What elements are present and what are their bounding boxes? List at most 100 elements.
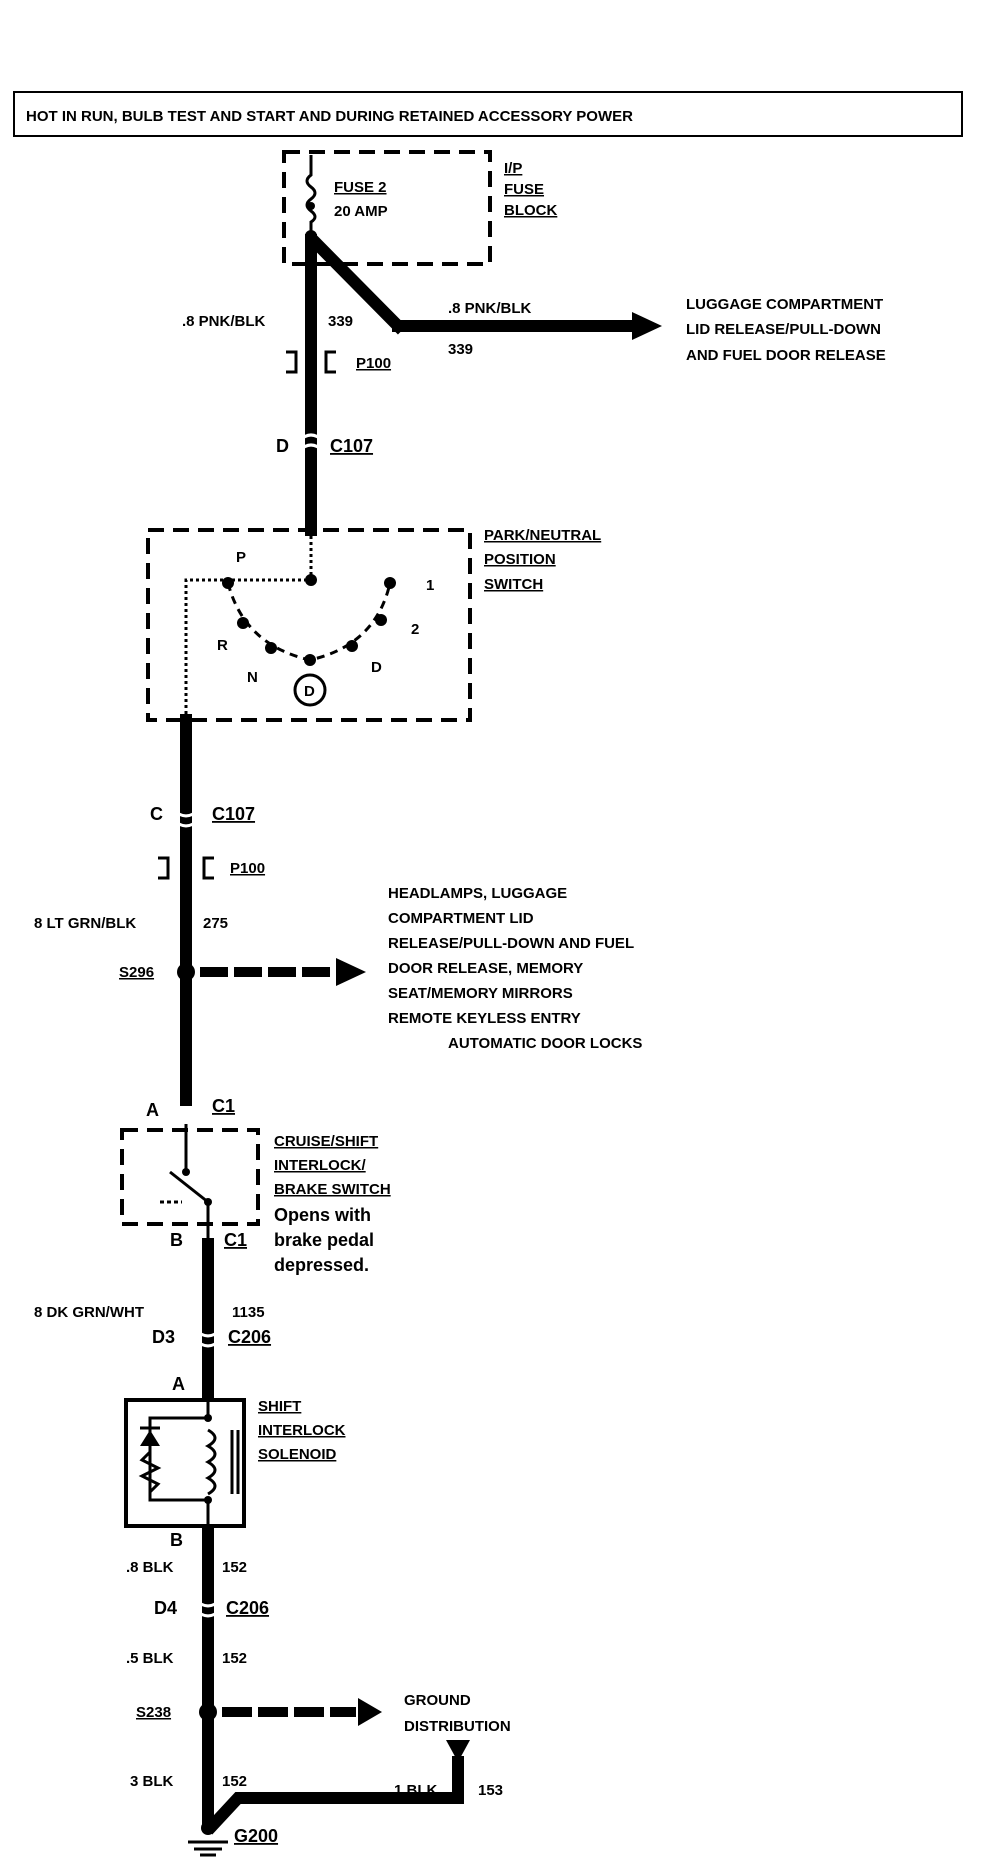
p100-top-bracket-left (286, 350, 298, 374)
pn-pos-1: 1 (426, 577, 434, 594)
p100-bottom-bracket-right (202, 856, 214, 880)
fuse-block-box (282, 150, 492, 266)
pn-contact-1 (384, 577, 396, 589)
s296-arrow-head (336, 958, 366, 986)
fuse-label: FUSE 2 (334, 179, 387, 196)
wire-152a-gauge: .8 BLK (126, 1559, 174, 1576)
luggage-dest-1: LUGGAGE COMPARTMENT (686, 296, 883, 313)
pn-pos-n: N (247, 669, 258, 686)
pn-contact-p (222, 577, 234, 589)
pn-pos-d-circle: D (304, 683, 315, 700)
wire-152b-circuit: 152 (222, 1650, 247, 1667)
solenoid-resistor (138, 1450, 162, 1494)
solenoid-node-bottom (204, 1496, 212, 1504)
solenoid-diode-icon (140, 1430, 160, 1446)
s296-dest-1: HEADLAMPS, LUGGAGE (388, 885, 567, 902)
pn-contact-d-center (304, 654, 316, 666)
pn-contact-r (237, 617, 249, 629)
wire-153 (203, 1756, 464, 1835)
splice-s296-label: S296 (119, 964, 154, 981)
pn-switch-arc (226, 582, 392, 662)
wire-1135-gauge: 8 DK GRN/WHT (34, 1304, 144, 1321)
brake-switch-note-2: brake pedal (274, 1230, 374, 1250)
fuse-element (305, 155, 317, 236)
wire-153-circuit: 153 (478, 1782, 503, 1799)
ground-symbol-icon (188, 1840, 228, 1857)
solenoid-wiring (148, 1392, 210, 1534)
fuse-block-name-1: I/P (504, 160, 522, 177)
wire-339-right-gauge: .8 PNK/BLK (448, 300, 532, 317)
solenoid-name-3: SOLENOID (258, 1446, 337, 1463)
p100-bottom-label: P100 (230, 860, 265, 877)
splice-s238-label: S238 (136, 1704, 171, 1721)
header-text: HOT IN RUN, BULB TEST AND START AND DURI… (26, 108, 633, 125)
pn-common-terminal (305, 574, 317, 586)
solenoid-name-2: INTERLOCK (258, 1422, 346, 1439)
luggage-arrow-head (632, 312, 662, 340)
solenoid-coil (204, 1428, 217, 1496)
brake-switch-name-2: INTERLOCK/ (274, 1157, 366, 1174)
c107-top-pin: D (276, 436, 289, 456)
s296-dest-3: RELEASE/PULL-DOWN AND FUEL (388, 935, 634, 952)
pn-pos-r: R (217, 637, 228, 654)
wire-339-diagonal (306, 233, 407, 335)
c107-bottom-connector (172, 808, 200, 828)
c206-top-pin: D3 (152, 1327, 175, 1347)
luggage-dest-2: LID RELEASE/PULL-DOWN (686, 321, 881, 338)
wire-152c-circuit: 152 (222, 1773, 247, 1790)
c206-bottom-connector (194, 1598, 222, 1618)
pn-switch-box (146, 528, 472, 722)
ground-dist-1: GROUND (404, 1692, 471, 1709)
pn-switch-name-2: POSITION (484, 551, 556, 568)
c206-bottom-connector-label: C206 (226, 1598, 269, 1618)
solenoid-box (124, 1398, 246, 1528)
solenoid-node-top (204, 1414, 212, 1422)
brake-switch-top-pin: A (146, 1100, 159, 1120)
brake-switch-note-3: depressed. (274, 1255, 369, 1275)
brake-switch-top-conn: C1 (212, 1096, 235, 1116)
s296-dest-5: SEAT/MEMORY MIRRORS (388, 985, 573, 1002)
c206-top-connector-label: C206 (228, 1327, 271, 1347)
wire-152a-circuit: 152 (222, 1559, 247, 1576)
brake-switch-name-3: BRAKE SWITCH (274, 1181, 391, 1198)
pn-contact-2 (375, 614, 387, 626)
brake-switch-contact-top (182, 1168, 190, 1176)
splice-s238 (199, 1703, 217, 1721)
fuse-block-name-2: FUSE (504, 181, 544, 198)
wire-152c-gauge: 3 BLK (130, 1773, 174, 1790)
brake-switch-blade (169, 1170, 209, 1204)
pn-d-circle (293, 673, 327, 707)
s238-arrow-head (358, 1698, 382, 1726)
solenoid-top-pin: A (172, 1374, 185, 1394)
solenoid-bottom-pin: B (170, 1530, 183, 1550)
wire-339-left-circuit: 339 (328, 313, 353, 330)
ground-g200-label: G200 (234, 1826, 278, 1846)
brake-switch-note-1: Opens with (274, 1205, 371, 1225)
c107-bottom-connector-label: C107 (212, 804, 255, 824)
ground-dist-2: DISTRIBUTION (404, 1718, 511, 1735)
wire-275-gauge: 8 LT GRN/BLK (34, 915, 136, 932)
ground-dist-arrow (446, 1740, 470, 1762)
fuse-terminal-top (307, 202, 315, 210)
header-box (13, 91, 963, 137)
p100-top-label: P100 (356, 355, 391, 372)
c107-top-connector-label: C107 (330, 436, 373, 456)
p100-bottom-bracket-left (158, 856, 170, 880)
c206-bottom-pin: D4 (154, 1598, 177, 1618)
pn-switch-name-1: PARK/NEUTRAL (484, 527, 601, 544)
s296-dest-6: REMOTE KEYLESS ENTRY (388, 1010, 581, 1027)
p100-top-bracket-right (324, 350, 336, 374)
s296-dest-7: AUTOMATIC DOOR LOCKS (448, 1035, 642, 1052)
brake-switch-bottom-pin: B (170, 1230, 183, 1250)
brake-switch-box (120, 1128, 260, 1226)
brake-switch-contact-bottom (204, 1198, 212, 1206)
solenoid-name-1: SHIFT (258, 1398, 301, 1415)
wire-275-circuit: 275 (203, 915, 228, 932)
pn-contact-d (346, 640, 358, 652)
wire-152b-gauge: .5 BLK (126, 1650, 174, 1667)
pn-pos-d: D (371, 659, 382, 676)
pn-switch-wiper (184, 530, 313, 720)
s296-dest-2: COMPARTMENT LID (388, 910, 534, 927)
splice-s296 (177, 963, 195, 981)
